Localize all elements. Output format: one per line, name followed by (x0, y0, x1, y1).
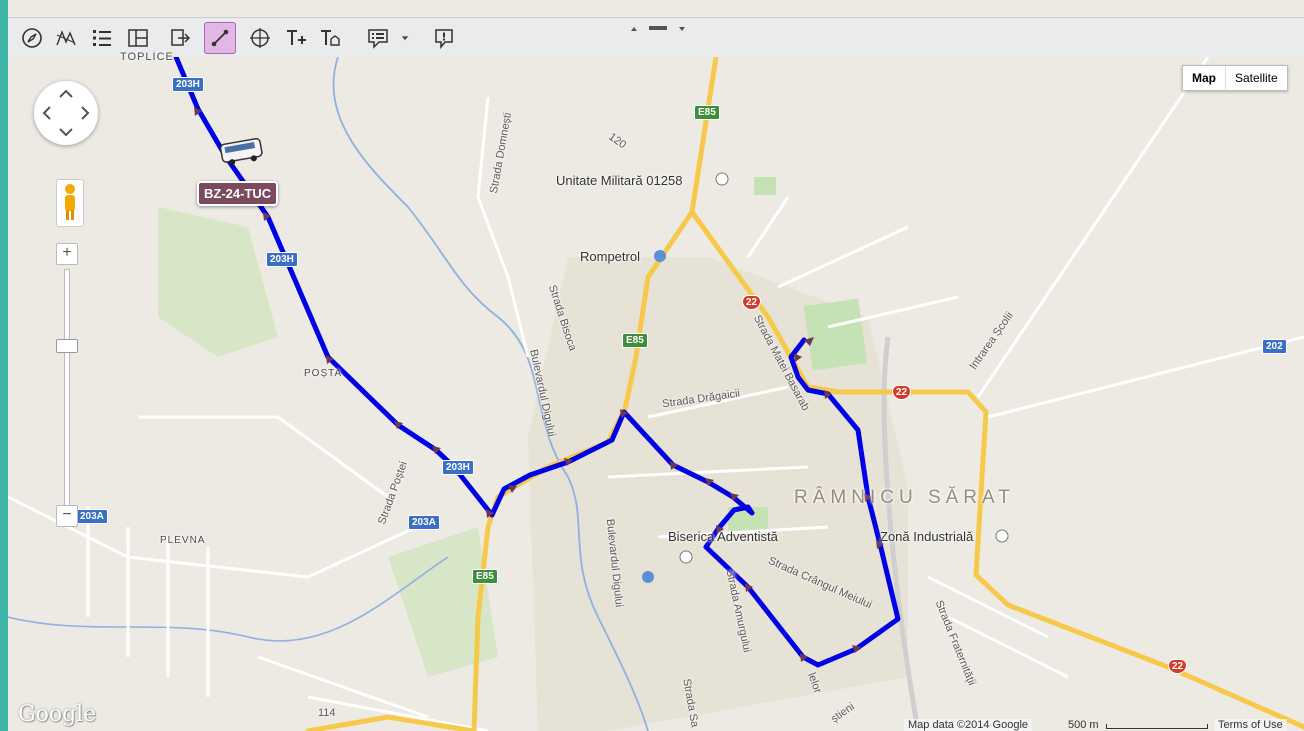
compass-button[interactable] (16, 22, 48, 54)
city-label: RÂMNICU SĂRAT (794, 487, 1015, 508)
vehicle-route[interactable] (173, 57, 901, 668)
green-area (754, 177, 776, 195)
poi-label-military-unit: Unitate Militară 01258 (556, 173, 683, 188)
sports-field (803, 298, 868, 371)
road-shield-22: 22 (742, 295, 762, 310)
road-shield-e85: E85 (694, 105, 720, 120)
collapse-grip-icon[interactable] (623, 22, 693, 34)
road-shield-203h: 203H (172, 77, 204, 92)
pan-up-icon (59, 89, 73, 98)
toolbar (8, 17, 1304, 59)
river (8, 556, 449, 642)
zoom-out-button[interactable]: − (56, 505, 78, 527)
scale-label: 500 m (1068, 719, 1099, 731)
crosshair-icon (250, 28, 270, 48)
draw-route-button[interactable] (204, 22, 236, 54)
urban-area (528, 257, 908, 731)
zoom-slider-track[interactable] (64, 269, 70, 511)
road-shield-203h: 203H (442, 460, 474, 475)
road-shield-e85: E85 (622, 333, 648, 348)
text-shape-button[interactable] (314, 22, 346, 54)
street-label: 114 (318, 707, 336, 719)
text-add-icon (287, 30, 306, 45)
app-window: TOPLICE POȘTA PLEVNA Unitate Militară 01… (8, 0, 1304, 731)
poi-icons (642, 172, 1009, 583)
poi-label-rompetrol: Rompetrol (580, 249, 640, 264)
pegman-icon[interactable] (56, 179, 84, 227)
terms-of-use-link[interactable]: Terms of Use (1214, 719, 1287, 731)
layout-button[interactable] (122, 22, 154, 54)
road-shield-22: 22 (1168, 659, 1188, 674)
poi-label-industrial: Zonă Industrială (880, 529, 974, 544)
bus-icon[interactable] (219, 137, 263, 167)
export-button[interactable] (164, 22, 196, 54)
compass-icon (22, 28, 42, 48)
poi-label-church: Biserica Adventistă (668, 529, 778, 544)
pan-right-icon (81, 106, 90, 120)
list-icon (93, 30, 111, 46)
map-view[interactable]: TOPLICE POȘTA PLEVNA Unitate Militară 01… (8, 51, 1304, 731)
road-shield-203h: 203H (266, 252, 298, 267)
minor-roads (8, 57, 1304, 731)
place-label-plevna: PLEVNA (160, 535, 206, 546)
map-type-satellite-button[interactable]: Satellite (1235, 71, 1278, 85)
route-end-arrow (804, 337, 814, 346)
place-label-posta: POȘTA (304, 368, 343, 379)
add-text-button[interactable] (280, 22, 312, 54)
pan-down-icon (59, 128, 73, 137)
park-area (388, 527, 498, 677)
river (332, 57, 649, 731)
road-shield-203a: 203A (76, 509, 108, 524)
route-direction-arrows (194, 107, 884, 662)
map-type-map-button[interactable]: Map (1183, 66, 1226, 90)
route-graph-icon (56, 30, 76, 46)
draw-route-icon (211, 29, 229, 47)
road-shield-e85: E85 (472, 569, 498, 584)
zoom-in-button[interactable]: + (56, 243, 78, 265)
message-dropdown-button[interactable] (394, 22, 416, 54)
list-button[interactable] (86, 22, 118, 54)
text-shape-icon (321, 30, 340, 46)
road-shield-22: 22 (892, 385, 912, 400)
dropdown-arrow-icon (401, 36, 409, 41)
google-logo: Google (18, 702, 97, 727)
zoom-slider-thumb[interactable] (56, 339, 78, 353)
crosshair-button[interactable] (244, 22, 276, 54)
map-data-attribution: Map data ©2014 Google (904, 719, 1033, 731)
map-canvas[interactable] (8, 57, 1304, 731)
place-label-toplice: TOPLICE (120, 51, 174, 63)
layout-icon (128, 29, 148, 47)
pan-left-icon (42, 106, 51, 120)
vehicle-label[interactable]: BZ-24-TUC (197, 181, 279, 206)
message-list-icon (368, 29, 388, 49)
export-icon (171, 29, 191, 46)
park-area (158, 207, 278, 357)
road-shield-202: 202 (1262, 339, 1287, 354)
map-type-control: Map Satellite (1182, 65, 1288, 91)
pan-control[interactable] (34, 81, 98, 145)
scale-bar (1106, 724, 1208, 729)
alert-message-button[interactable] (428, 22, 460, 54)
alert-message-icon (435, 29, 453, 49)
route-graph-button[interactable] (50, 22, 82, 54)
message-list-button[interactable] (362, 22, 394, 54)
road-shield-203a: 203A (408, 515, 440, 530)
